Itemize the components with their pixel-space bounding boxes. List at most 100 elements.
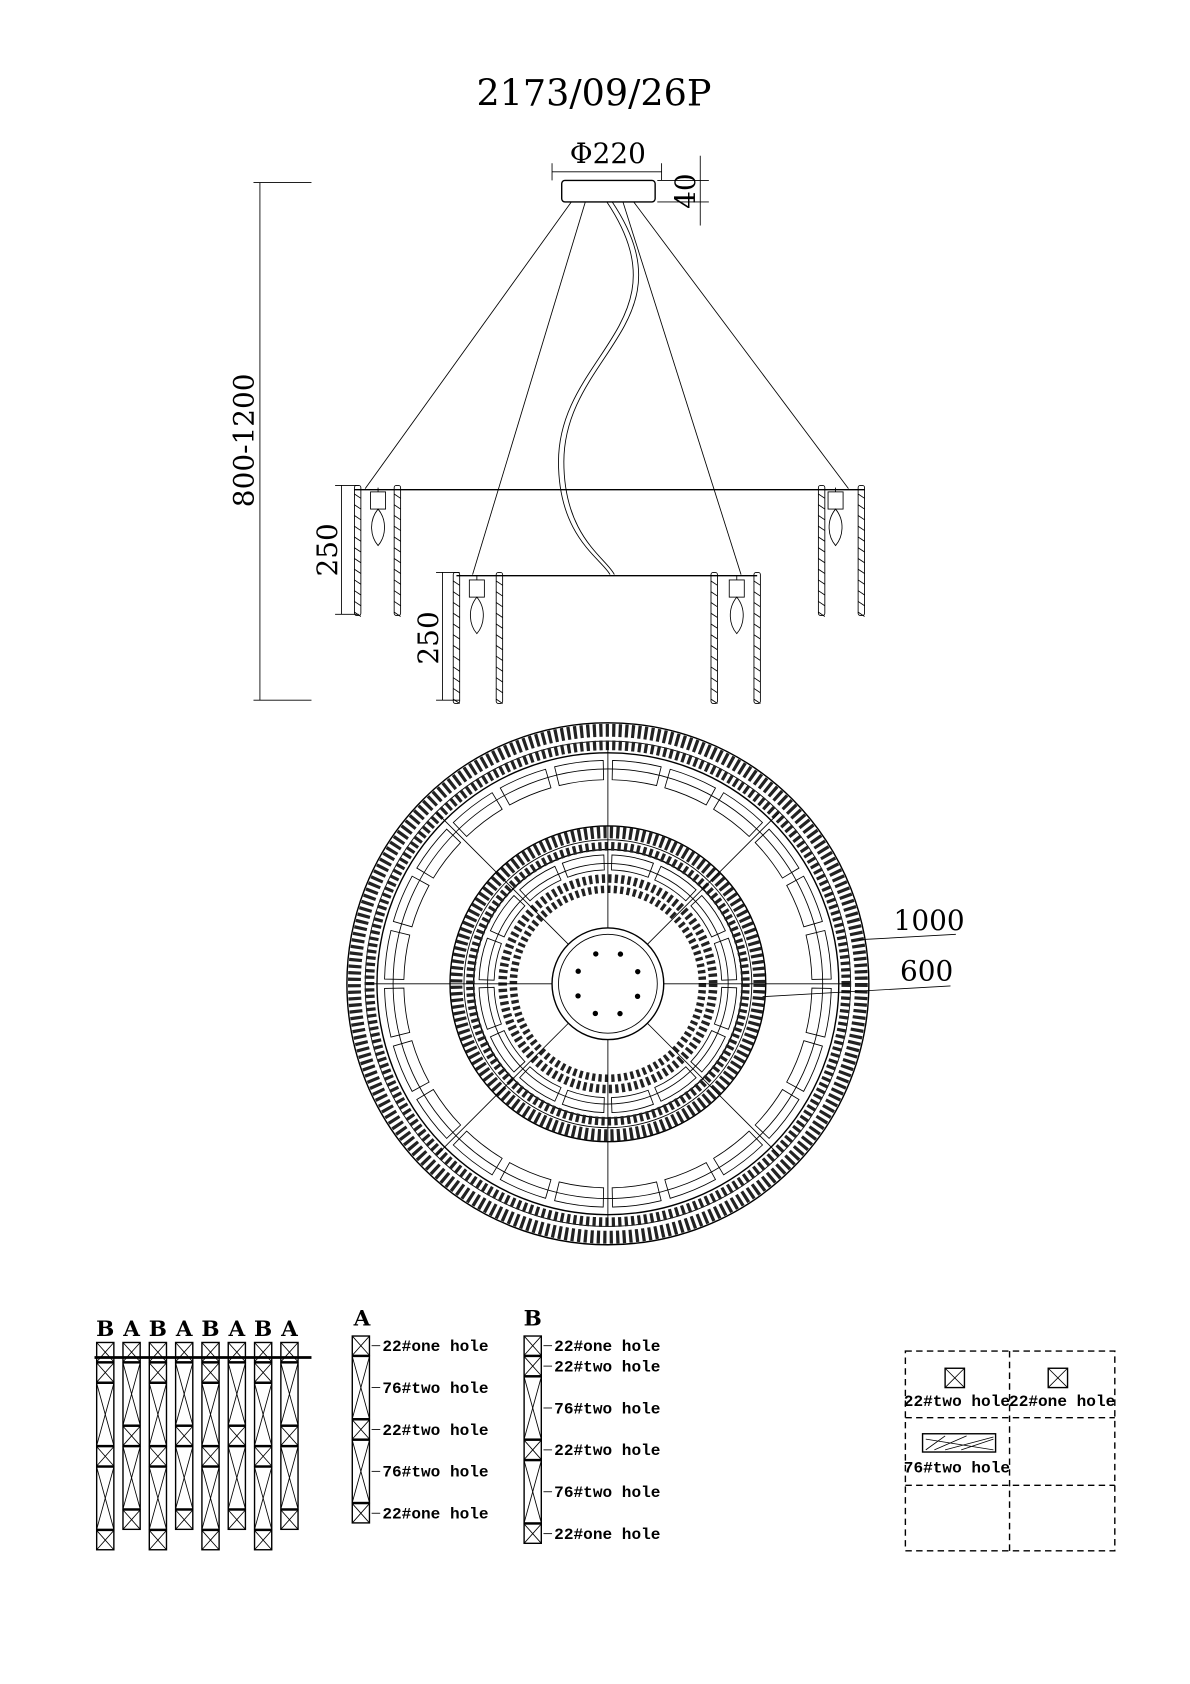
bulb-icon — [468, 575, 485, 635]
mount-point — [617, 951, 624, 957]
crystal-strand — [817, 485, 826, 617]
small-crystal — [253, 1362, 273, 1383]
long-crystal — [253, 1466, 273, 1531]
crystal-panel — [664, 1161, 717, 1199]
part-label: 22#one hole — [382, 1506, 488, 1524]
long-crystal — [280, 1362, 299, 1426]
crystal-panel — [392, 875, 430, 928]
crystal-strand — [710, 572, 718, 704]
crystal-panel — [754, 1088, 800, 1139]
crystal-panel — [805, 987, 832, 1038]
small-crystal — [523, 1335, 542, 1357]
small-crystal — [174, 1341, 194, 1363]
mount-point — [635, 968, 641, 975]
crystal-panel — [519, 1066, 562, 1102]
crystal-panel — [384, 929, 411, 980]
strand-b-label: B — [524, 1306, 542, 1331]
long-crystal — [122, 1445, 141, 1510]
strand-sequence-label: A — [280, 1317, 298, 1342]
spoke — [436, 1022, 569, 1155]
small-crystal — [227, 1509, 247, 1531]
long-crystal — [201, 1382, 220, 1447]
crystal-panel — [713, 1130, 764, 1176]
crystal-panel — [499, 768, 552, 806]
small-crystal — [148, 1341, 168, 1363]
small-crystal — [280, 1341, 299, 1363]
small-crystal — [122, 1509, 141, 1531]
small-crystal — [201, 1341, 220, 1363]
crystal-panel — [392, 1040, 430, 1092]
mount-point — [592, 1010, 599, 1017]
crystal-strands-side — [353, 485, 865, 704]
small-crystal — [95, 1341, 115, 1363]
top-view — [346, 722, 870, 1246]
crystal-panel — [384, 987, 411, 1038]
crystal-panel — [713, 986, 738, 1030]
crystal-strand — [495, 572, 504, 704]
height-dimensions: 800-1200 250 250 — [227, 182, 460, 701]
part-label: 22#one hole — [554, 1526, 660, 1544]
small-crystal — [122, 1425, 141, 1447]
part-label: 22#one hole — [554, 1338, 660, 1356]
crystal-panel — [489, 1030, 526, 1073]
crystal-panel — [611, 1089, 654, 1114]
model-title: 2173/09/26P — [476, 71, 711, 114]
part-label: 22#one hole — [382, 1338, 488, 1356]
crystal-panel — [713, 937, 738, 981]
small-crystal — [122, 1341, 141, 1363]
long-crystal — [95, 1466, 115, 1531]
crystal-panel — [561, 1089, 605, 1114]
crystal-panel — [499, 1161, 552, 1199]
small-crystal — [148, 1362, 168, 1383]
spoke — [647, 1022, 780, 1155]
small-crystal — [253, 1529, 273, 1551]
crystal-panel — [611, 1181, 662, 1208]
crystal-panel — [690, 1030, 726, 1073]
canopy-diameter-label: Φ220 — [570, 137, 646, 170]
long-crystal — [174, 1362, 194, 1426]
mount-point — [575, 968, 581, 974]
long-crystal — [148, 1382, 168, 1447]
mount-point — [617, 1010, 623, 1017]
small-crystal — [227, 1341, 247, 1363]
crystal-panel — [416, 828, 462, 879]
long-crystal — [227, 1362, 247, 1426]
crystal-strand — [353, 485, 362, 617]
crystal-panel — [452, 792, 503, 838]
small-crystal — [351, 1502, 371, 1524]
crystal-panel — [519, 865, 562, 902]
ring-circle — [346, 722, 870, 1246]
part-label: 22#two hole — [554, 1358, 660, 1376]
crystal-panel — [489, 894, 526, 938]
crystal-panel — [478, 986, 502, 1030]
strand-sequence-label: A — [122, 1317, 140, 1342]
long-crystal — [351, 1355, 371, 1420]
crystal-strand — [857, 485, 865, 617]
long-crystal — [201, 1466, 220, 1531]
crystal-panel — [478, 937, 502, 981]
strand-sequence-label: B — [201, 1317, 219, 1342]
part-label: 76#two hole — [554, 1484, 660, 1502]
small-crystal-icon — [1047, 1367, 1069, 1389]
crystal-panel — [554, 759, 605, 787]
long-crystal — [523, 1459, 542, 1524]
mount-point — [634, 993, 641, 999]
bulb-icon — [370, 487, 387, 547]
small-crystal — [351, 1419, 371, 1440]
long-crystal — [95, 1382, 115, 1447]
strand-sequence-label: B — [254, 1317, 272, 1342]
crystal-strand — [452, 572, 461, 704]
strand-sequence-label: A — [175, 1317, 193, 1342]
diameter-callouts: 1000 600 — [762, 904, 965, 998]
legend-item-label: 22#one hole — [1009, 1393, 1115, 1411]
spoke — [647, 812, 780, 945]
long-crystal — [148, 1466, 168, 1531]
crystal-panel — [690, 894, 726, 938]
small-crystal — [253, 1341, 273, 1363]
strand-a-label: A — [353, 1306, 371, 1331]
small-crystal — [351, 1335, 371, 1357]
bulbs — [370, 487, 844, 635]
crystal-panel — [452, 1130, 503, 1176]
long-crystal — [351, 1439, 371, 1504]
